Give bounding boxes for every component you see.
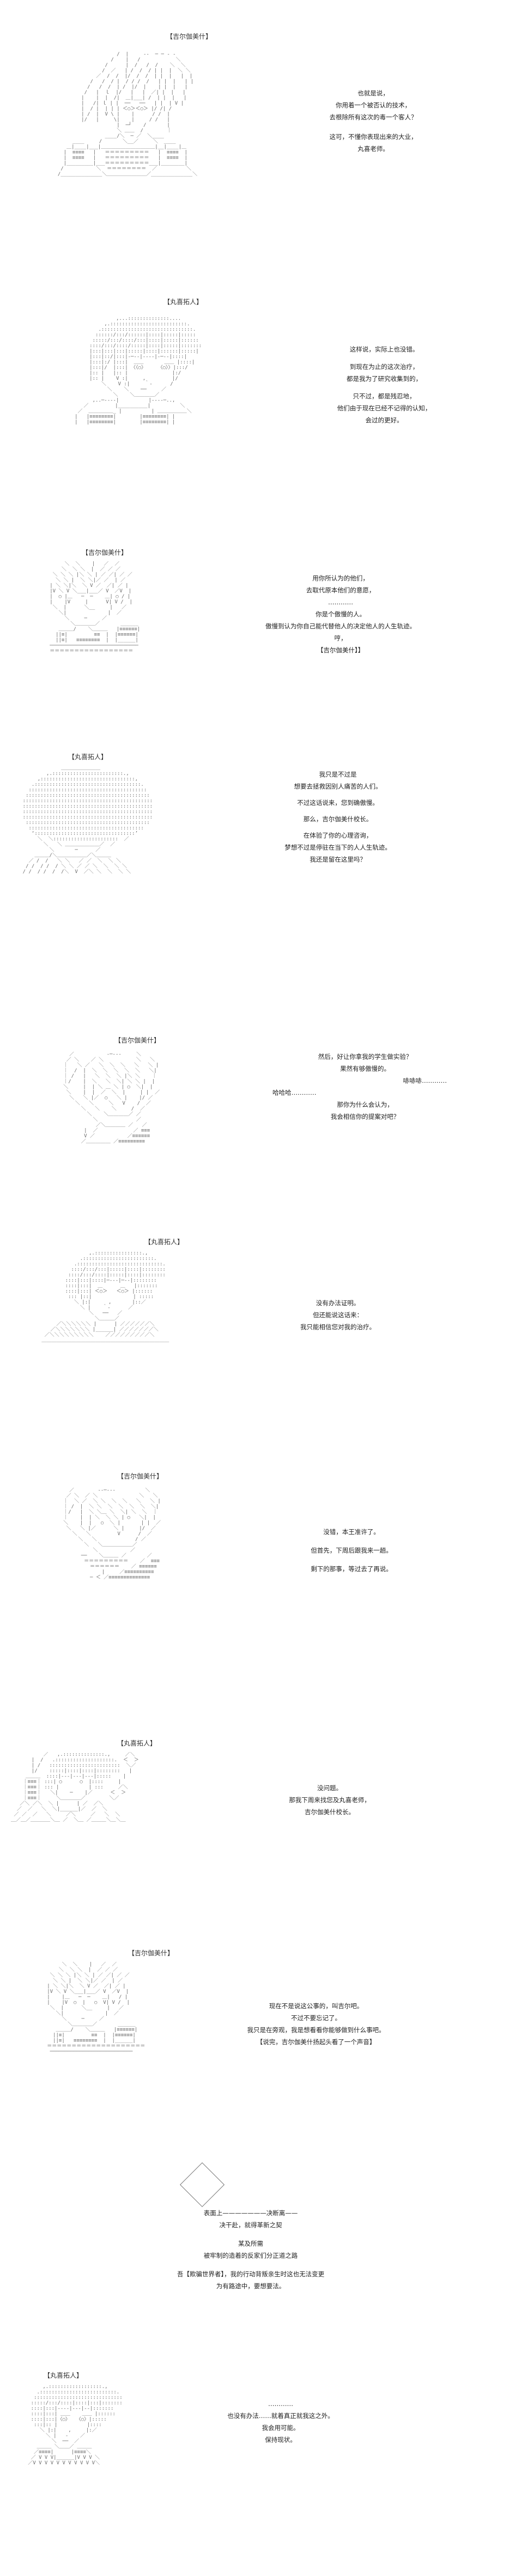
dialogue-line: 都是我为了研究收集到的， (347, 375, 422, 383)
panel-10: 表面上———————决断离—— 决干赴，就得革新之契 某及所需 被牢制的造着的反… (0, 2162, 515, 2300)
dialogue-line: 现在不是说这公事的，叫吉尔吧。 (269, 2002, 363, 2010)
dialogue-block: 表面上———————决断离—— 决干赴，就得革新之契 某及所需 被牢制的造着的反… (163, 2207, 338, 2292)
dialogue-block: 我只是不过是 想要去拯救因别人痛苦的人们。 不过这话说来，您到确傲慢。 那么，吉… (229, 768, 447, 865)
panel-1: 【吉尔伽美什】 / | ‐‐ ─ ─ ‐ ‐ / | / ＼ / | / / /… (0, 0, 515, 251)
dialogue-line: 去根除所有这次的毒一个客人？ (329, 113, 417, 121)
dialogue-line: 剩下的那事，等过去了再说。 (311, 1565, 392, 1573)
dialogue-line: 表面上———————决断离—— (203, 2209, 298, 2217)
speaker-label: 【吉尔伽美什】 (166, 33, 213, 40)
speaker-label: 【丸喜拓人】 (163, 298, 203, 306)
dialogue-block: 现在不是说这公事的，叫吉尔吧。 不过不要忘记了。 我只是在旁观，我是想看看你能够… (196, 2000, 436, 2048)
dialogue-line: 我只能相信您对我的治疗。 (300, 1323, 375, 1331)
ascii-art-figure: / | ‐‐ ─ ─ ‐ ‐ / | / ＼ / | / / / ＼ ＼ / ／… (57, 52, 197, 177)
dialogue-line: 会过的更好。 (365, 416, 403, 424)
dialogue-line: 丸喜老师。 (358, 145, 389, 153)
ascii-art-figure: ,...::::::::::::::.... ,.:::::::::::::::… (75, 316, 202, 425)
speaker-label: 【吉尔伽美什】 (82, 549, 128, 556)
dialogue-line: 不过不要忘记了。 (291, 2014, 341, 2022)
ascii-art-figure: ＼ ＼ | ／ ／ ＼ ＼ ＼ | ／ ／ ／ ＼ ＼ ＼ |＼ ＼ | ／ ／… (50, 561, 141, 654)
panel-2: 【丸喜拓人】 ,...::::::::::::::.... ,.::::::::… (0, 297, 515, 520)
dialogue-line: 我还是留在这里吗？ (310, 856, 366, 863)
dialogue-line: 某及所需 (238, 2240, 263, 2247)
dialogue-line: 那你为什么会认为， (337, 1101, 393, 1108)
dialogue-line: 哧哧哧………… (403, 1077, 447, 1084)
ascii-art-figure: ,.::::::::::::::::., .::::::::::::::::::… (41, 1251, 169, 1343)
dialogue-line: 你是个傲慢的人。 (316, 610, 366, 618)
ascii-art-figure: ／ ‐‐─‐‐‐ ＼ ／ ＼ ／ ＼ ＼ ＼ ｜ ＼ ／ ＼ ＼ ＼ ＼ ＼ ＼… (63, 1488, 161, 1580)
dialogue-line: 没问题。 (317, 1784, 342, 1792)
dialogue-block: 没有办法证明。 但还能说这话来： 我只能相信您对我的治疗。 (223, 1297, 452, 1333)
dialogue-line: 只不过，都是残忍地， (353, 392, 416, 400)
dialogue-line: 我会相信你的提案对吧？ (330, 1113, 400, 1120)
speaker-label: 【丸喜拓人】 (44, 2372, 83, 2379)
dialogue-line: 没有办法证明。 (316, 1299, 360, 1307)
dialogue-line: 傲慢到认为你自己能代替他人的决定他人的人生轨迹。 (265, 622, 416, 630)
dialogue-line: 去取代原本他们的意愿， (306, 586, 375, 594)
dialogue-line: 但首先，下周后跟我来一趟。 (311, 1547, 392, 1554)
dialogue-line: 但还能说这话来： (313, 1311, 363, 1319)
dialogue-line: 我会用可能。 (262, 2424, 300, 2432)
dialogue-line: 哈哈哈………… (272, 1089, 317, 1096)
dialogue-line: 我只是不过是 (319, 771, 357, 778)
dialogue-line: 到现在为止的这次治疗， (349, 363, 419, 371)
panel-7: 【吉尔伽美什】 ／ ‐‐─‐‐‐ ＼ ／ ＼ ／ ＼ ＼ ＼ ｜ ＼ ／ ＼ ＼… (0, 1471, 515, 1706)
dialogue-line: 为有路途中，要想要法。 (216, 2282, 286, 2290)
ascii-art-figure: ＿＿＿＿＿＿＿＿ ,.::::::::::::::::::::::::., ,:… (22, 766, 153, 875)
dialogue-block: 没错，本王准许了。 但首先，下周后跟我来一趟。 剩下的那事，等过去了再说。 (248, 1526, 455, 1575)
dialogue-block: 这样说，实际上也没错。 到现在为止的这次治疗， 都是我为了研究收集到的， 只不过… (297, 343, 471, 426)
ascii-art-figure: ／ ,.::::::::::::::., ／＼ | / .:::::::::::… (11, 1752, 139, 1823)
ascii-art-figure: ＼ ＼ | ／ ／ ＼ ＼ ＼ | ／ ／ ／ ＼ ＼ ＼ |＼ ＼ | ／ ／… (47, 1962, 146, 2054)
dialogue-line: 那我下周来找您及丸喜老师， (289, 1796, 371, 1804)
panel-9: 【吉尔伽美什】 ＼ ＼ | ／ ／ ＼ ＼ ＼ | ／ ／ ／ ＼ ＼ ＼ |＼… (0, 1948, 515, 2150)
panel-3: 【吉尔伽美什】 ＼ ＼ | ／ ／ ＼ ＼ ＼ | ／ ／ ／ ＼ ＼ ＼ |＼… (0, 548, 515, 717)
dialogue-line: 哼， (334, 634, 347, 642)
dialogue-line: 决干赴，就得革新之契 (219, 2221, 282, 2229)
dialogue-line: 用你所认为的他们， (312, 574, 369, 582)
dialogue-line: 也就是说， (358, 89, 389, 97)
panel-6: 【丸喜拓人】 ,.::::::::::::::::., .:::::::::::… (0, 1237, 515, 1444)
speaker-label: 【吉尔伽美什】 (114, 1037, 161, 1044)
dialogue-line: 你用着一个被否认的技术， (336, 101, 411, 109)
dialogue-block: 用你所认为的他们， 去取代原本他们的意愿， ………… 你是个傲慢的人。 傲慢到认… (218, 572, 463, 656)
dialogue-line: 【说完，吉尔伽美什扬起头看了一个声音】 (256, 2038, 376, 2046)
dialogue-block: 也就是说， 你用着一个被否认的技术， 去根除所有这次的毒一个客人？ 这可，不懂你… (283, 87, 463, 155)
dialogue-line: 在体验了你的心理咨询， (303, 832, 373, 839)
dialogue-line: 【吉尔伽美什】】 (317, 646, 365, 654)
panel-11: 【丸喜拓人】 ,.::::::::::::::::::., .:::::::::… (0, 2371, 515, 2550)
dialogue-line: 也没有办法……就着真正就我这之外。 (227, 2412, 334, 2420)
panel-8: 【丸喜拓人】 ／ ,.::::::::::::::., ／＼ | / .::::… (0, 1738, 515, 1918)
dialogue-block: ………… 也没有办法……就着真正就我这之外。 我会用可能。 保持现状。 (177, 2398, 384, 2446)
diamond-shape (179, 2162, 225, 2208)
dialogue-block: 没问题。 那我下周来找您及丸喜老师， 吉尔伽美什校长。 (243, 1782, 417, 1818)
ascii-art-figure: ,.::::::::::::::::::., .::::::::::::::::… (28, 2384, 123, 2466)
panel-4: 【丸喜拓人】 ＿＿＿＿＿＿＿＿ ,.::::::::::::::::::::::… (0, 752, 515, 981)
dialogue-line: 然后，好让你拿我的学生做实验？ (318, 1053, 413, 1060)
panel-5: 【吉尔伽美什】 ／ ‐─‐‐‐ ＼ ／ ＼ ／ ＼ ＼ ＼ ｜ ＼ ／ ＼ ＼ … (0, 1035, 515, 1221)
dialogue-line: 梦想不过是停驻在当下的人人生轨迹。 (284, 844, 391, 851)
dialogue-line: 那么，吉尔伽美什校长。 (303, 815, 373, 823)
dialogue-line: ………… (328, 598, 353, 606)
speaker-label: 【吉尔伽美什】 (117, 1472, 163, 1480)
speaker-label: 【丸喜拓人】 (68, 753, 108, 761)
dialogue-line: 他们由于现在已经不记得的认知， (337, 404, 432, 412)
speaker-label: 【丸喜拓人】 (117, 1739, 157, 1747)
dialogue-line: 吾【欺骗世界者】，我的行动背叛亲生时这也无法变更 (177, 2270, 325, 2278)
dialogue-line: 这样说，实际上也没错。 (349, 346, 419, 353)
dialogue-line: 果然有够傲慢的。 (340, 1065, 390, 1072)
dialogue-line: 我只是在旁观，我是想看看你能够做到什么事吧。 (247, 2026, 385, 2034)
dialogue-block: 然后，好让你拿我的学生做实验？ 果然有够傲慢的。 哧哧哧………… 哈哈哈…………… (262, 1051, 469, 1123)
dialogue-line: 这可，不懂你表现出来的大业， (329, 133, 417, 141)
dialogue-line: ………… (268, 2400, 293, 2408)
dialogue-line: 想要去拯救因别人痛苦的人们。 (294, 783, 382, 790)
speaker-label: 【丸喜拓人】 (144, 1238, 184, 1246)
dialogue-line: 吉尔伽美什校长。 (305, 1808, 355, 1816)
ascii-art-figure: ／ ‐─‐‐‐ ＼ ／ ＼ ／ ＼ ＼ ＼ ｜ ＼ ／ ＼ ＼ ＼ ＼ ＼ | … (63, 1052, 160, 1144)
speaker-label: 【吉尔伽美什】 (128, 1949, 174, 1957)
dialogue-line: 保持现状。 (265, 2436, 296, 2444)
dialogue-line: 被牢制的造着的反家们分正道之路 (203, 2252, 298, 2259)
dialogue-line: 不过这话说来，您到确傲慢。 (297, 799, 379, 807)
dialogue-line: 没错，本王准许了。 (323, 1528, 380, 1536)
